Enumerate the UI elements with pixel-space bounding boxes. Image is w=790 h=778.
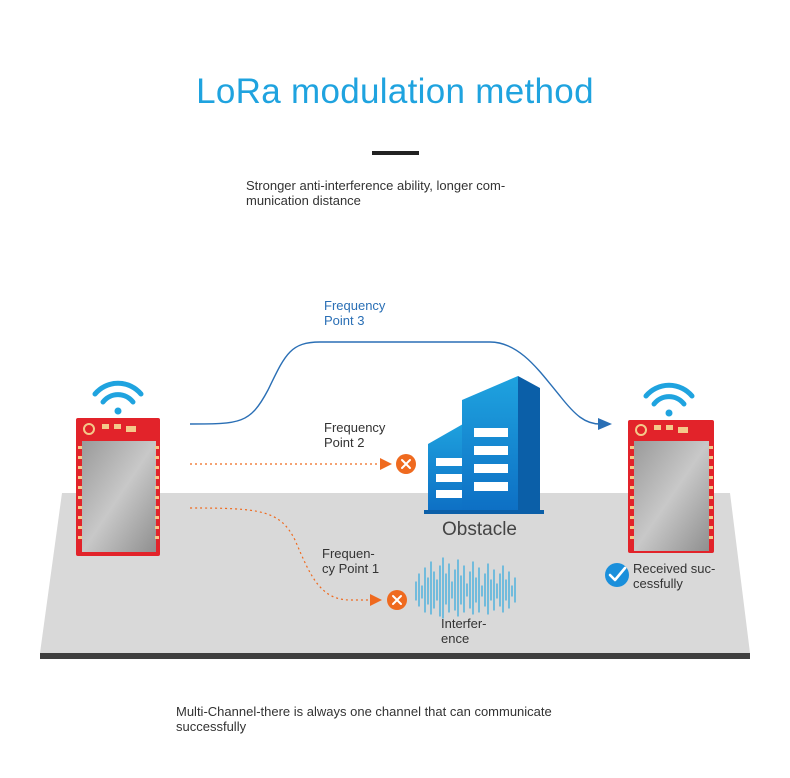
title-divider xyxy=(372,151,419,155)
wifi-icon xyxy=(643,382,695,417)
caption: Multi-Channel-there is always one channe… xyxy=(176,704,552,734)
path-frequency-point-3 xyxy=(189,341,612,430)
fail-x-icon xyxy=(396,454,416,474)
received-label: Received suc- cessfully xyxy=(633,561,716,591)
fail-x-icon xyxy=(387,590,407,610)
checkmark-icon xyxy=(605,563,629,587)
wifi-icon xyxy=(92,380,144,415)
waveform-icon xyxy=(415,557,516,619)
page-title: LoRa modulation method xyxy=(196,72,594,111)
interference-label: Interfer- ence xyxy=(441,616,487,646)
floor-platform xyxy=(40,493,750,659)
label-frequency-point-3: Frequency Point 3 xyxy=(324,298,386,328)
label-frequency-point-2: Frequency Point 2 xyxy=(324,420,386,450)
obstacle-label: Obstacle xyxy=(442,519,517,540)
transmitter-module xyxy=(76,418,160,556)
path-frequency-point-1 xyxy=(189,507,382,606)
path-frequency-point-2 xyxy=(190,458,392,470)
label-frequency-point-1: Frequen- cy Point 1 xyxy=(322,546,380,576)
subtitle: Stronger anti-interference ability, long… xyxy=(246,178,506,208)
building-icon xyxy=(424,376,544,514)
receiver-module xyxy=(628,420,714,553)
